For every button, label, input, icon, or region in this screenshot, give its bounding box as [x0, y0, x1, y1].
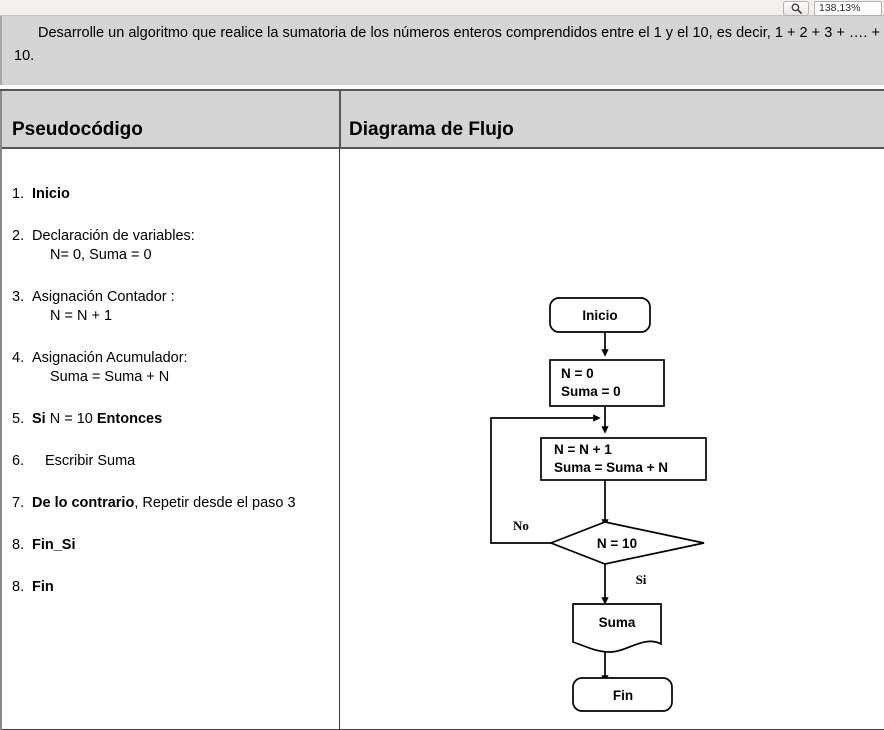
step-number: 7. — [12, 495, 25, 511]
step-text: Inicio — [32, 185, 332, 204]
decision-shape — [548, 521, 705, 565]
pseudocode-step: 3. Asignación Contador : N = N + 1 — [12, 288, 332, 326]
flow-node-accum: N = N + 1 Suma = Suma + N — [540, 437, 707, 481]
branch-label-no: No — [513, 518, 529, 533]
table-column-divider-header — [339, 91, 341, 151]
step-text: Fin_Si — [32, 536, 332, 555]
flow-node-decision-label: N = 10 — [597, 536, 637, 551]
flow-node-decision: N = 10 — [548, 521, 705, 565]
pseudocode-step: 7. De lo contrario, Repetir desde el pas… — [12, 494, 332, 513]
step-sub-text: N = N + 1 — [50, 308, 113, 324]
step-sub-text: Suma = Suma + N — [50, 369, 170, 385]
step-text: Asignación Contador : N = N + 1 — [32, 288, 332, 326]
pseudocode-step: 8. Fin_Si — [12, 536, 332, 555]
pseudocode-step: 1. Inicio — [12, 185, 332, 204]
table-header-row: Pseudocódigo Diagrama de Flujo — [0, 89, 884, 151]
pseudocode-step: 2. Declaración de variables: N= 0, Suma … — [12, 227, 332, 265]
step-text: Fin — [32, 578, 332, 597]
pdf-viewer-toolbar: 138,13% — [0, 0, 884, 16]
step-text: Si N = 10 Entonces — [32, 410, 332, 429]
step-text: Escribir Suma — [45, 453, 136, 469]
process-shape-accum — [540, 437, 707, 481]
flow-node-output-label: Suma — [599, 615, 636, 630]
branch-label-si: Si — [636, 572, 647, 587]
step-bold-text: Inicio — [32, 186, 70, 202]
pseudocode-step: 4. Asignación Acumulador: Suma = Suma + … — [12, 349, 332, 387]
connector-loop-back-no — [490, 414, 601, 544]
step-number: 2. — [12, 228, 25, 244]
step-bold-text: Fin_Si — [32, 537, 76, 553]
table-column-divider-body — [339, 149, 340, 730]
step-number: 8. — [12, 579, 25, 595]
step-number: 6. — [12, 453, 25, 469]
flow-node-output: Suma — [572, 603, 662, 653]
flowchart-cell: Inicio N = 0 Suma = 0 N = N + 1 Suma = S… — [339, 149, 884, 730]
step-number: 4. — [12, 350, 25, 366]
pseudocode-step: 8. Fin — [12, 578, 332, 597]
search-button[interactable] — [783, 0, 809, 16]
intro-paragraph-text: Desarrolle un algoritmo que realice la s… — [14, 25, 880, 64]
flow-node-end: Fin — [572, 677, 673, 712]
step-text: Declaración de variables: N= 0, Suma = 0 — [32, 227, 332, 265]
zoom-level-input[interactable]: 138,13% — [814, 0, 882, 16]
document-page: Desarrolle un algoritmo que realice la s… — [0, 16, 884, 730]
flowchart-diagram: Inicio N = 0 Suma = 0 N = N + 1 Suma = S… — [490, 297, 707, 712]
step-main-text: Asignación Contador : — [32, 289, 175, 305]
step-main-text: Declaración de variables: — [32, 228, 195, 244]
step-number: 1. — [12, 186, 25, 202]
flow-node-accum-label-line1: N = N + 1 — [554, 442, 612, 457]
flow-node-init-label-line2: Suma = 0 — [561, 384, 621, 399]
pseudocode-cell: 1. Inicio 2. Declaración de variables: N… — [12, 185, 332, 620]
step-text: Asignación Acumulador: Suma = Suma + N — [32, 349, 332, 387]
search-icon — [791, 3, 802, 14]
step-bold-text: De lo contrario — [32, 495, 135, 511]
content-table: Pseudocódigo Diagrama de Flujo 1. Inicio… — [0, 89, 884, 730]
pseudocode-step: 5. Si N = 10 Entonces — [12, 410, 332, 429]
step-number: 3. — [12, 289, 25, 305]
step-number: 8. — [12, 537, 25, 553]
viewer-toolbar-right-group: 138,13% — [783, 0, 884, 16]
pseudocode-step: 6. Escribir Suma — [12, 452, 332, 471]
table-left-edge-body — [0, 149, 2, 730]
flow-node-accum-label-line2: Suma = Suma + N — [554, 460, 668, 475]
step-number: 5. — [12, 411, 25, 427]
process-shape-init — [549, 359, 665, 407]
table-body-row: 1. Inicio 2. Declaración de variables: N… — [0, 149, 884, 730]
step-main-text: N = 10 — [45, 411, 97, 427]
flow-node-start: Inicio — [549, 297, 651, 333]
step-bold-text: Fin — [32, 579, 54, 595]
document-shape-output — [572, 603, 662, 653]
step-bold-text-2: Entonces — [96, 411, 163, 427]
step-main-text: , Repetir desde el paso 3 — [134, 495, 296, 511]
step-text: De lo contrario, Repetir desde el paso 3 — [32, 494, 332, 513]
terminator-shape-start — [549, 297, 651, 333]
step-sub-text: N= 0, Suma = 0 — [50, 247, 152, 263]
flow-node-start-label: Inicio — [582, 308, 617, 323]
terminator-shape-end — [572, 677, 673, 712]
column-header-pseudocode: Pseudocódigo — [12, 119, 143, 140]
step-main-text: Asignación Acumulador: — [32, 350, 188, 366]
flow-node-init-label-line1: N = 0 — [561, 366, 594, 381]
intro-paragraph-band: Desarrolle un algoritmo que realice la s… — [0, 16, 884, 85]
step-bold-text: Si — [32, 411, 46, 427]
flow-node-end-label: Fin — [613, 688, 633, 703]
column-header-flowchart: Diagrama de Flujo — [349, 119, 514, 140]
flow-node-init: N = 0 Suma = 0 — [549, 359, 665, 407]
table-left-edge-header — [0, 91, 2, 151]
